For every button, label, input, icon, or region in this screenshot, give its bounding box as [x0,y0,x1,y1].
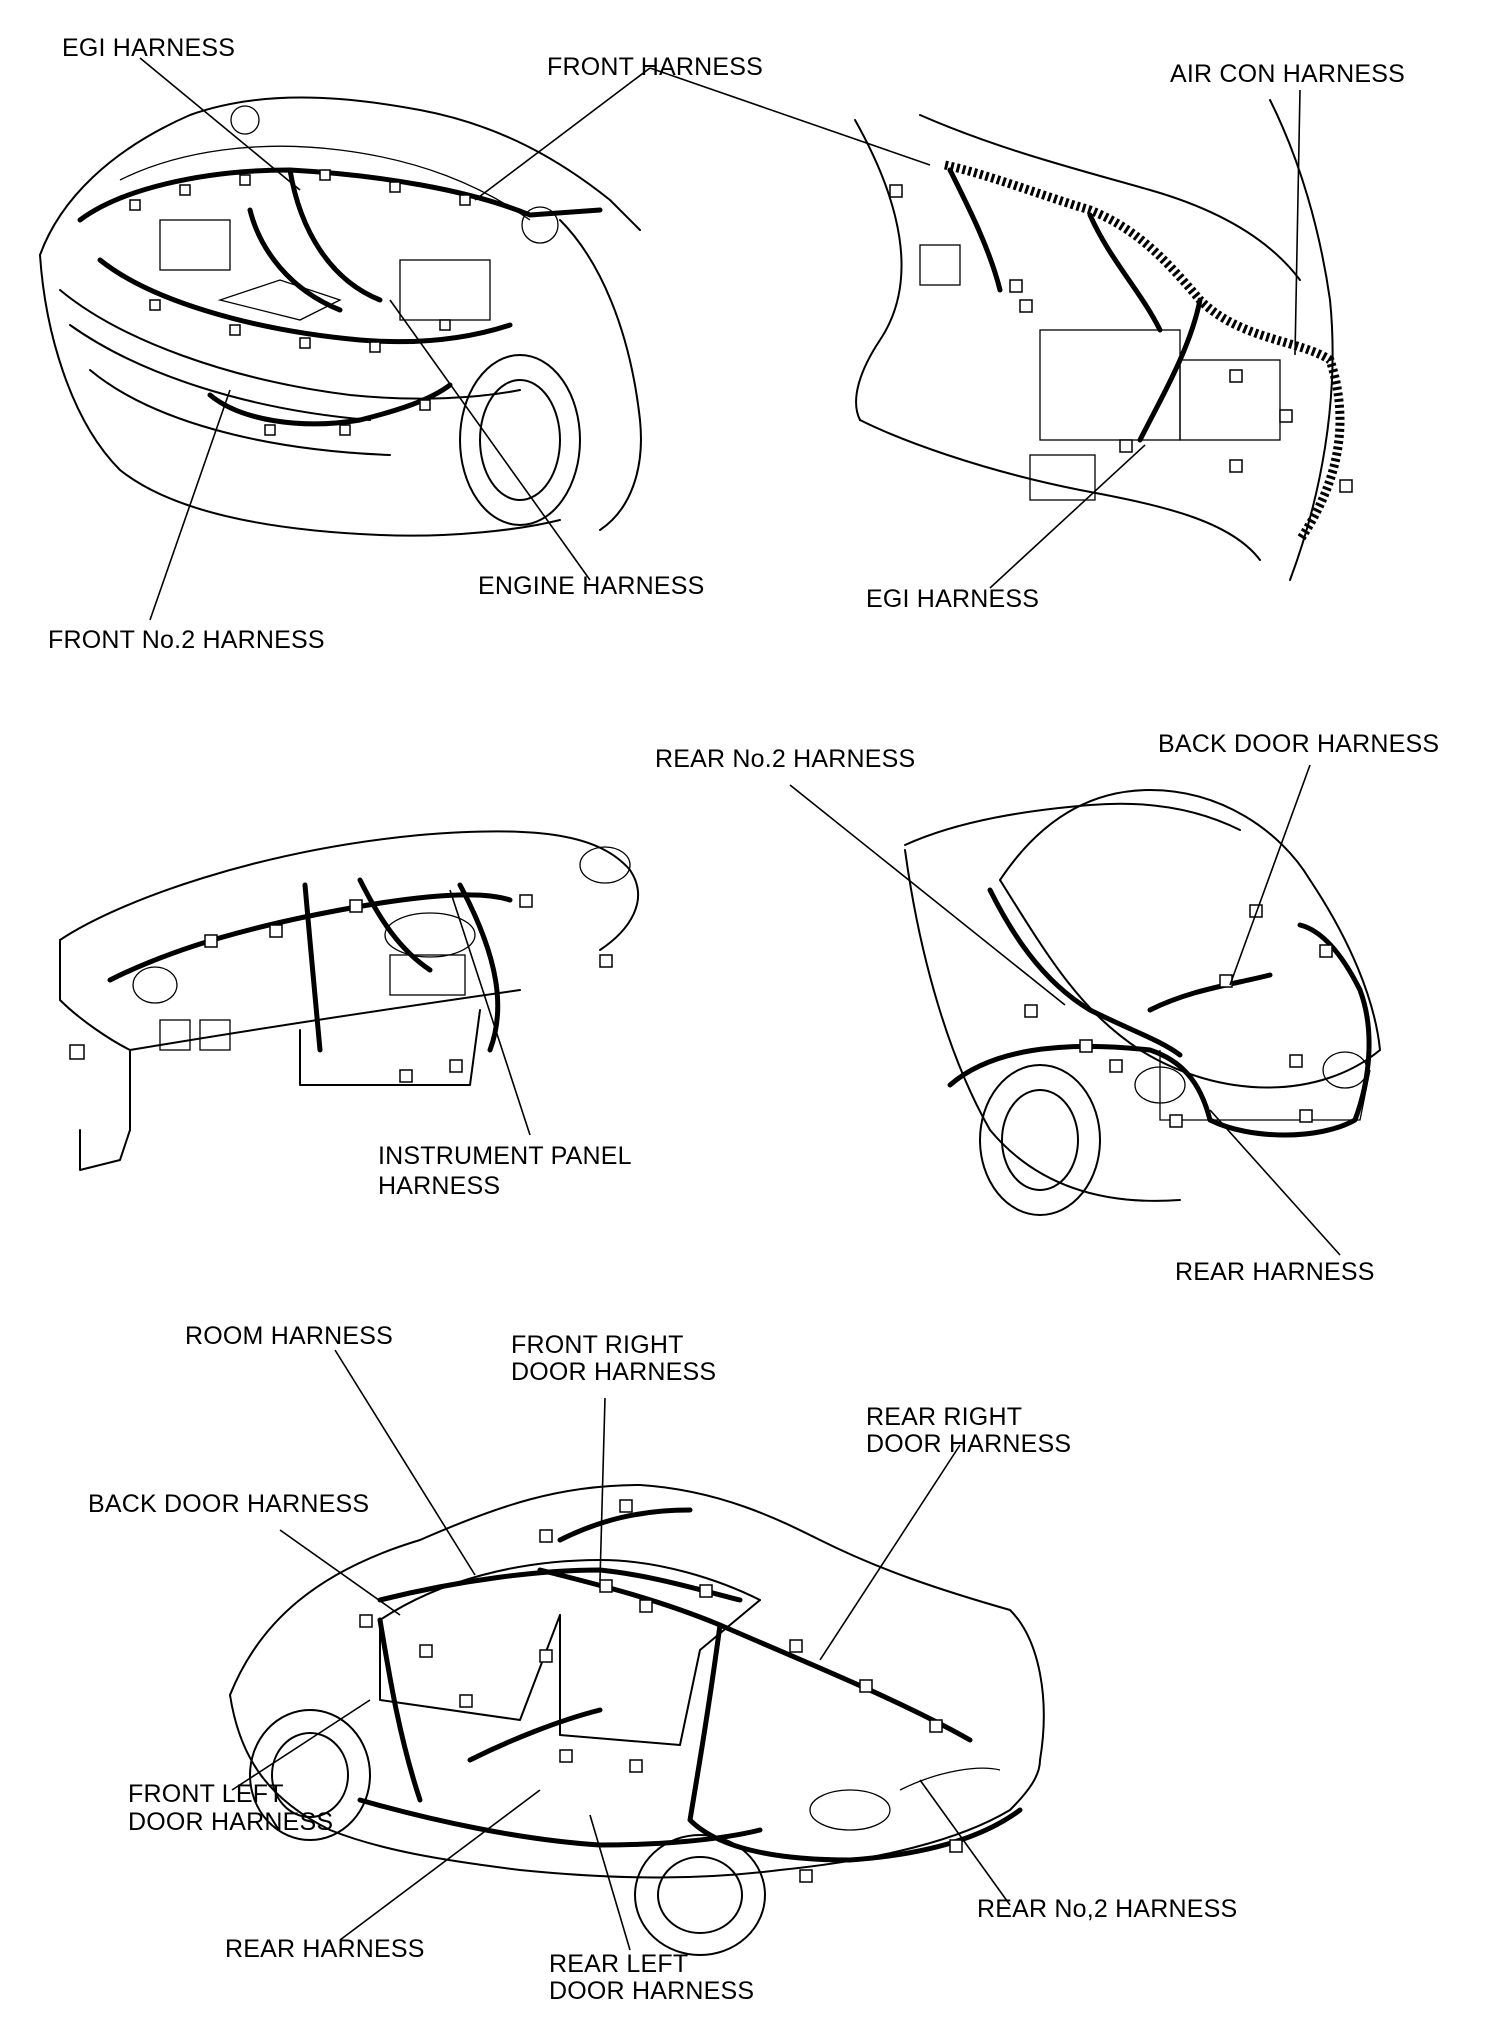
front-left-door-harness-label-line2: DOOR HARNESS [128,1808,334,1836]
engine-harness-label: ENGINE HARNESS [478,572,705,600]
rear-right-door-harness-label-line2: DOOR HARNESS [866,1430,1072,1458]
instrument-panel-illustration [59,830,640,1171]
front-harness-label: FRONT HARNESS [547,53,764,81]
air-con-harness-label: AIR CON HARNESS [1170,60,1405,88]
rear-left-door-harness-label-line1: REAR LEFT [549,1950,689,1978]
back-door-harness-label-bottom: BACK DOOR HARNESS [88,1490,370,1518]
instrument-panel-harness-label-line2: HARNESS [378,1172,501,1200]
engine-bay-illustration [39,96,642,537]
rear-no2-harness-label-bottom: REAR No,2 HARNESS [977,1895,1238,1923]
rear-left-door-harness-label-line2: DOOR HARNESS [549,1977,755,2005]
front-left-door-harness-label-line1: FRONT LEFT [128,1780,284,1808]
rear-view-illustration [904,789,1381,1216]
egi-harness-label-right: EGI HARNESS [866,585,1040,613]
room-harness-label: ROOM HARNESS [185,1322,393,1350]
cowl-area-illustration [854,99,1353,581]
front-right-door-harness-label-line1: FRONT RIGHT [511,1331,684,1359]
rear-harness-label-top: REAR HARNESS [1175,1258,1375,1286]
front-right-door-harness-label-line2: DOOR HARNESS [511,1358,717,1386]
leader-lines [139,57,1341,1951]
front-no2-harness-label: FRONT No.2 HARNESS [48,626,325,654]
back-door-harness-label-top: BACK DOOR HARNESS [1158,730,1440,758]
rear-right-door-harness-label-line1: REAR RIGHT [866,1403,1023,1431]
instrument-panel-harness-label-line1: INSTRUMENT PANEL [378,1142,632,1170]
rear-no2-harness-label-top: REAR No.2 HARNESS [655,745,916,773]
full-car-illustration [229,1484,1045,1956]
egi-harness-label-top: EGI HARNESS [62,34,236,62]
rear-harness-label-bottom: REAR HARNESS [225,1935,425,1963]
